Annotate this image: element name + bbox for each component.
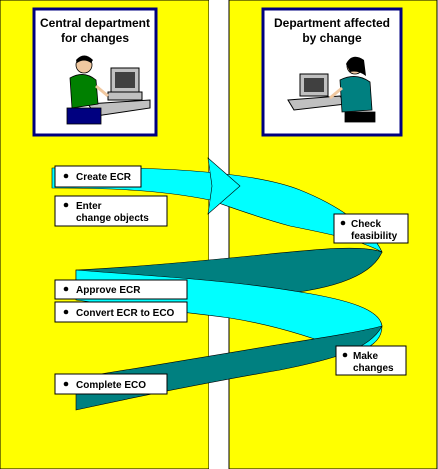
lane-divider [209,0,229,469]
step-convert-label: Convert ECR to ECO [76,308,175,319]
central-dept-title-line2: for changes [61,31,129,45]
affected-dept-box: Department affected by change [261,7,403,137]
central-dept-title-line1: Central department [40,16,150,30]
step-complete-eco-label: Complete ECO [76,380,146,391]
step-approve-ecr: Approve ECR [54,279,188,300]
step-make-changes: Make changes [335,345,407,376]
step-make-label-line1: Make [353,351,378,362]
central-dept-box: Central department for changes [32,7,158,137]
step-create-ecr: Create ECR [54,165,142,188]
step-check-feasibility: Check feasibility [333,213,409,244]
step-complete-eco: Complete ECO [54,373,168,395]
flow-arrow-head [207,157,241,215]
step-convert-ecr-to-eco: Convert ECR to ECO [54,301,188,323]
step-make-label-line2: changes [353,363,394,374]
step-approve-ecr-label: Approve ECR [76,285,141,296]
step-check-label-line2: feasibility [351,231,398,242]
person-at-computer-icon [287,56,376,123]
step-create-ecr-label: Create ECR [76,172,132,183]
step-enter-change-objects: Enter change objects [54,195,168,227]
step-check-label-line1: Check [351,219,381,230]
step-enter-label-line2: change objects [76,213,149,224]
person-at-computer-icon [66,55,151,125]
step-enter-label-line1: Enter [76,201,102,212]
affected-dept-title-line2: by change [302,31,362,45]
affected-dept-title-line1: Department affected [274,16,390,30]
